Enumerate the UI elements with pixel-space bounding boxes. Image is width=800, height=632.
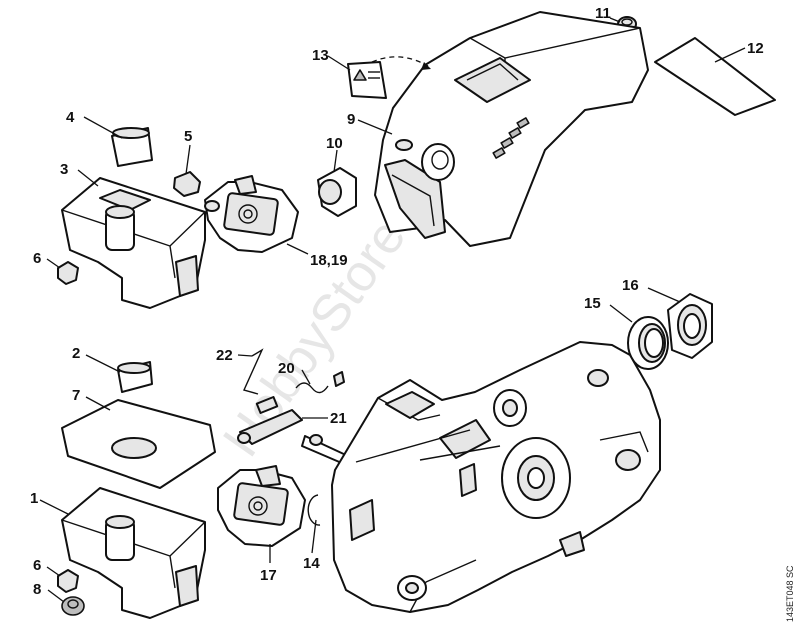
- part-8-nut: [61, 596, 85, 616]
- part-10-knob: [317, 167, 357, 217]
- callout-20: 20: [278, 360, 295, 377]
- callout-11: 11: [595, 5, 611, 22]
- callout-2: 2: [72, 345, 80, 362]
- carburetor-icon: [204, 175, 299, 253]
- callout-13: 13: [312, 47, 329, 64]
- callout-14: 14: [303, 555, 320, 572]
- callout-7: 7: [72, 387, 80, 404]
- part-5-pad: [173, 171, 201, 197]
- callout-12: 12: [747, 40, 764, 57]
- part-12-decal: [654, 37, 776, 116]
- callout-1: 1: [30, 490, 38, 507]
- callout-22: 22: [216, 347, 233, 364]
- part-22-rod: [243, 348, 264, 395]
- callout-16: 16: [622, 277, 639, 294]
- part-21-lever: [237, 395, 349, 465]
- callout-9: 9: [347, 111, 355, 128]
- warning-label-icon: [347, 56, 431, 99]
- callout-4: 4: [66, 109, 75, 126]
- part-6-nut-lower: [57, 569, 79, 593]
- part-16-flange: [667, 293, 713, 359]
- callout-15: 15: [584, 295, 601, 312]
- part-17-carburetor: [217, 465, 306, 547]
- part-7-filter-plate: [61, 399, 216, 489]
- callout-labels: 4 5 3 6 18,19 13 9 10 11 12 2 7 1 6 8 17…: [30, 5, 764, 598]
- part-20-spring: [295, 371, 345, 394]
- part-15-ring: [627, 316, 669, 370]
- part-4-sleeve: [111, 127, 153, 167]
- callout-18-19: 18,19: [310, 252, 348, 269]
- part-2-sleeve: [117, 361, 153, 393]
- part-14-clip: [307, 494, 321, 526]
- callout-17: 17: [260, 567, 277, 584]
- callout-10: 10: [326, 135, 343, 152]
- callout-8: 8: [33, 581, 41, 598]
- part-6-nut-upper: [57, 261, 79, 285]
- callout-5: 5: [184, 128, 192, 145]
- callout-6-lower: 6: [33, 557, 41, 574]
- drawing-code: 143ET048 SC: [785, 565, 795, 622]
- crankcase-icon: [331, 341, 661, 613]
- part-1-filter-housing: [61, 487, 206, 619]
- callout-6-upper: 6: [33, 250, 41, 267]
- part-3-filter-housing: [61, 177, 206, 309]
- callout-21: 21: [330, 410, 347, 427]
- leader-lines: [39, 17, 746, 603]
- callout-3: 3: [60, 161, 68, 178]
- part-9-shroud: [374, 11, 649, 247]
